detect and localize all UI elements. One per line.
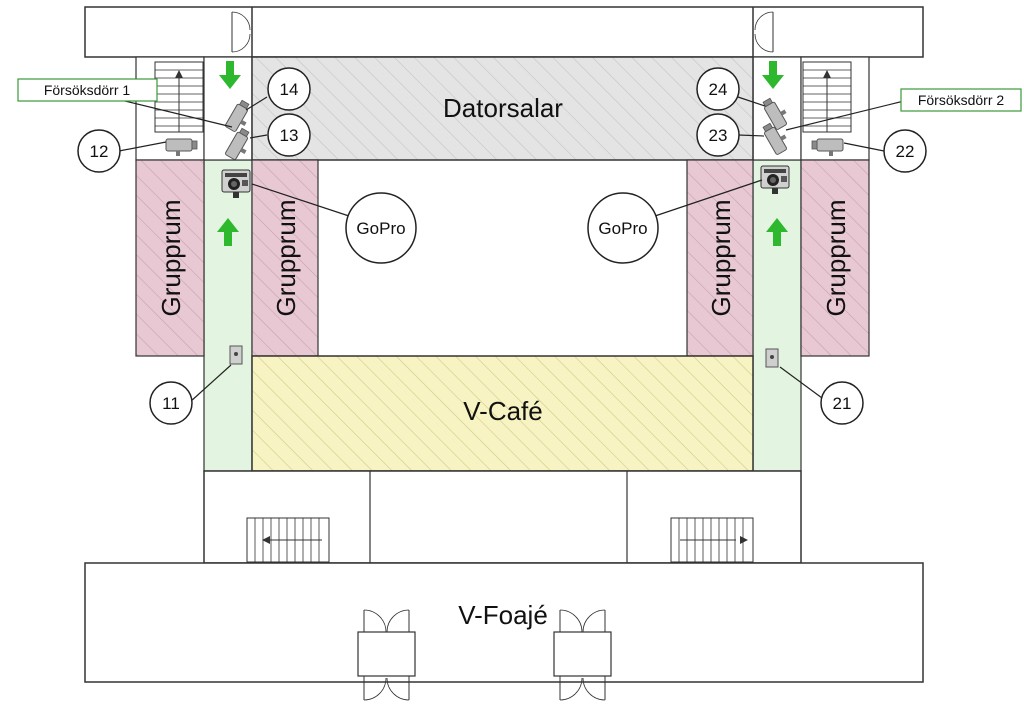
marker-22: 22 xyxy=(883,129,927,173)
label-grupprum-4: Grupprum xyxy=(821,199,851,316)
marker-21: 21 xyxy=(820,381,864,425)
label-grupprum-1: Grupprum xyxy=(156,199,186,316)
double-door-icon xyxy=(754,11,774,53)
room-grupprum-2 xyxy=(251,159,319,357)
marker-11: 11 xyxy=(149,381,193,425)
svg-text:14: 14 xyxy=(280,80,299,99)
room-grupprum-4 xyxy=(800,159,870,357)
svg-text:GoPro: GoPro xyxy=(598,219,647,238)
svg-text:24: 24 xyxy=(709,80,728,99)
double-door-icon xyxy=(553,609,612,701)
staircase-icon xyxy=(154,61,204,133)
marker-12: 12 xyxy=(77,129,121,173)
marker-23: 23 xyxy=(696,113,740,157)
callout-door2: Försöksdörr 2 xyxy=(918,92,1005,108)
staircase-icon xyxy=(802,61,852,133)
gopro-marker-right: GoPro xyxy=(587,192,659,264)
room-grupprum-1 xyxy=(135,159,205,357)
marker-14: 14 xyxy=(267,67,311,111)
left-corridor xyxy=(203,159,253,472)
right-corridor xyxy=(752,159,802,472)
svg-text:12: 12 xyxy=(90,142,109,161)
gopro-marker-left: GoPro xyxy=(345,192,417,264)
label-grupprum-2: Grupprum xyxy=(271,199,301,316)
staircase-icon xyxy=(246,517,330,563)
svg-text:11: 11 xyxy=(162,394,180,413)
room-vcafe xyxy=(251,355,754,472)
top-corridor xyxy=(84,6,924,58)
staircase-icon xyxy=(670,517,754,563)
room-grupprum-3 xyxy=(686,159,754,357)
double-door-icon xyxy=(231,11,251,53)
callout-door1-box xyxy=(17,78,158,102)
svg-text:13: 13 xyxy=(280,126,299,145)
leader-lines xyxy=(95,93,905,403)
room-vfoaje xyxy=(84,562,924,683)
marker-24: 24 xyxy=(696,67,740,111)
svg-text:GoPro: GoPro xyxy=(356,219,405,238)
door-sensor-icon xyxy=(229,345,243,365)
door-sensor-icon xyxy=(765,348,779,368)
callout-door2-box xyxy=(900,88,1022,112)
callout-door1: Försöksdörr 1 xyxy=(44,82,131,98)
svg-text:22: 22 xyxy=(896,142,915,161)
label-grupprum-3: Grupprum xyxy=(706,199,736,316)
marker-13: 13 xyxy=(267,113,311,157)
svg-text:21: 21 xyxy=(833,394,852,413)
double-door-icon xyxy=(357,609,416,701)
label-datorsalar: Datorsalar xyxy=(443,93,563,123)
label-vcafe: V-Café xyxy=(463,396,543,426)
svg-text:23: 23 xyxy=(709,126,728,145)
room-datorsalar xyxy=(251,56,754,161)
label-vfoaje: V-Foajé xyxy=(458,600,548,630)
